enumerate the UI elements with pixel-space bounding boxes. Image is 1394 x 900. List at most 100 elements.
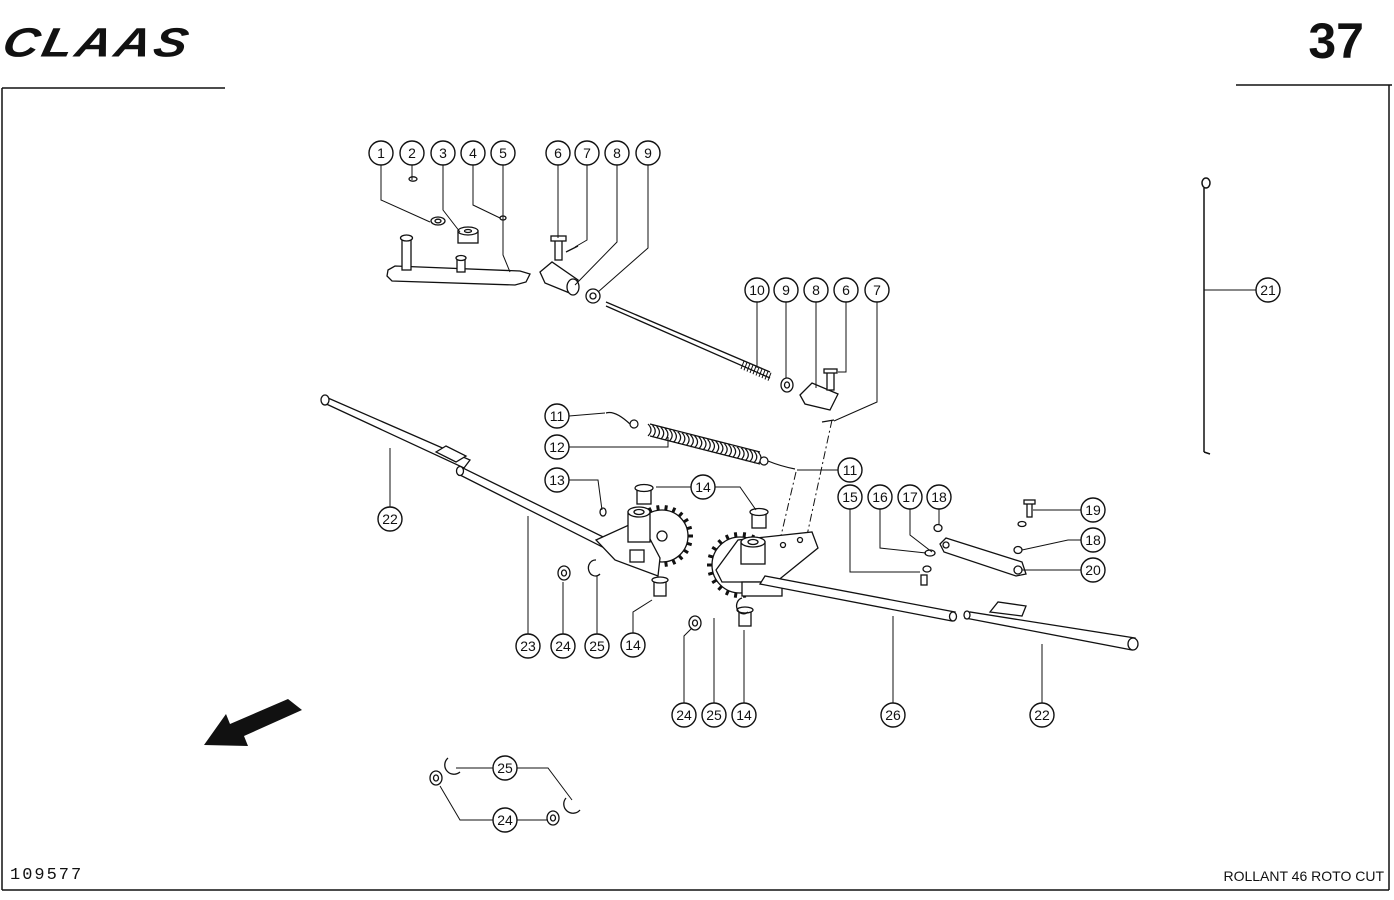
callout-circle bbox=[584, 633, 610, 659]
leader-line bbox=[879, 509, 927, 554]
leader-line bbox=[683, 627, 693, 703]
callout-circle bbox=[744, 277, 770, 303]
callout-circle bbox=[550, 633, 576, 659]
leader-line bbox=[472, 165, 501, 219]
clevis-upper bbox=[539, 235, 601, 304]
callout-bubble: 18 bbox=[1080, 527, 1106, 553]
callout-label: 26 bbox=[885, 707, 901, 723]
callout-circle bbox=[690, 474, 716, 500]
callout-circle bbox=[544, 434, 570, 460]
callout-bubble: 6 bbox=[545, 140, 571, 166]
callout-label: 15 bbox=[842, 489, 858, 505]
leader-line bbox=[574, 165, 588, 248]
callout-bubble: 16 bbox=[867, 484, 893, 510]
callout-label: 25 bbox=[706, 707, 722, 723]
callout-bubble: 18 bbox=[926, 484, 952, 510]
callout-bubble: 4 bbox=[460, 140, 486, 166]
callout-label: 4 bbox=[469, 145, 477, 161]
callout-circle bbox=[368, 140, 394, 166]
callout-circle bbox=[803, 277, 829, 303]
callout-circle bbox=[1255, 277, 1281, 303]
callout-label: 2 bbox=[408, 145, 416, 161]
left-sprocket bbox=[594, 505, 693, 577]
callout-label: 22 bbox=[382, 511, 398, 527]
frame bbox=[1, 84, 1392, 891]
callout-circle bbox=[773, 277, 799, 303]
callout-label: 22 bbox=[1034, 707, 1050, 723]
leader-line bbox=[597, 165, 649, 293]
callout-circle bbox=[490, 140, 516, 166]
callout-label: 11 bbox=[843, 462, 858, 478]
callout-circle bbox=[492, 755, 518, 781]
callout-label: 7 bbox=[873, 282, 881, 298]
callout-circle bbox=[620, 632, 646, 658]
leader-line bbox=[517, 767, 573, 801]
callout-circle bbox=[544, 403, 570, 429]
callout-bubble: 20 bbox=[1080, 557, 1106, 583]
callout-circle bbox=[604, 140, 630, 166]
callout-label: 18 bbox=[1085, 532, 1101, 548]
callout-label: 9 bbox=[782, 282, 790, 298]
callout-bubble: 21 bbox=[1255, 277, 1281, 303]
model-name: ROLLANT 46 ROTO CUT bbox=[1223, 868, 1384, 884]
callout-circle bbox=[635, 140, 661, 166]
callout-label: 24 bbox=[676, 707, 692, 723]
callout-circle bbox=[545, 140, 571, 166]
callout-bubble: 13 bbox=[544, 467, 570, 493]
leader-line bbox=[849, 509, 920, 573]
callout-circle bbox=[1080, 497, 1106, 523]
callout-circle bbox=[897, 484, 923, 510]
callout-circle bbox=[1080, 557, 1106, 583]
callout-circle bbox=[460, 140, 486, 166]
leader-line bbox=[439, 785, 493, 821]
callout-label: 11 bbox=[550, 408, 565, 424]
callout-label: 24 bbox=[497, 812, 513, 828]
callout-circle bbox=[926, 484, 952, 510]
alignment-lines bbox=[779, 419, 833, 541]
callout-label: 14 bbox=[736, 707, 752, 723]
callout-label: 6 bbox=[554, 145, 562, 161]
callout-label: 16 bbox=[872, 489, 888, 505]
direction-arrow-icon bbox=[204, 699, 302, 746]
callout-label: 25 bbox=[589, 638, 605, 654]
callout-bubble: 25 bbox=[701, 702, 727, 728]
callout-circle bbox=[430, 140, 456, 166]
callout-label: 24 bbox=[555, 638, 571, 654]
callout-bubble: 7 bbox=[864, 277, 890, 303]
callout-label: 13 bbox=[549, 472, 565, 488]
washers-and-clips bbox=[429, 559, 749, 826]
clevis-lower bbox=[780, 368, 839, 423]
leader-line bbox=[1021, 539, 1081, 551]
callout-label: 14 bbox=[695, 479, 711, 495]
callout-bubble: 15 bbox=[837, 484, 863, 510]
callout-bubble: 8 bbox=[604, 140, 630, 166]
tension-spring bbox=[605, 411, 796, 470]
callout-bubble: 5 bbox=[490, 140, 516, 166]
callout-bubble: 1 bbox=[368, 140, 394, 166]
right-tubes bbox=[758, 575, 1139, 651]
callout-label: 6 bbox=[842, 282, 850, 298]
leader-line bbox=[909, 509, 933, 553]
callout-bubble: 10 bbox=[744, 277, 770, 303]
bushings bbox=[634, 483, 769, 627]
callout-bubble: 8 bbox=[803, 277, 829, 303]
leader-line bbox=[574, 165, 618, 286]
callout-circle bbox=[671, 702, 697, 728]
callout-bubble: 23 bbox=[515, 633, 541, 659]
callout-bubble: 26 bbox=[880, 702, 906, 728]
leader-line bbox=[569, 479, 603, 511]
callout-label: 14 bbox=[625, 637, 641, 653]
callout-bubble: 22 bbox=[1029, 702, 1055, 728]
callout-circle bbox=[574, 140, 600, 166]
callout-circle bbox=[867, 484, 893, 510]
leader-line bbox=[833, 302, 878, 422]
callout-bubble: 3 bbox=[430, 140, 456, 166]
callout-label: 5 bbox=[499, 145, 507, 161]
callout-bubble: 2 bbox=[399, 140, 425, 166]
callout-label: 3 bbox=[439, 145, 447, 161]
callout-label: 18 bbox=[931, 489, 947, 505]
drawing-number: 109577 bbox=[10, 866, 84, 885]
callout-bubble: 19 bbox=[1080, 497, 1106, 523]
